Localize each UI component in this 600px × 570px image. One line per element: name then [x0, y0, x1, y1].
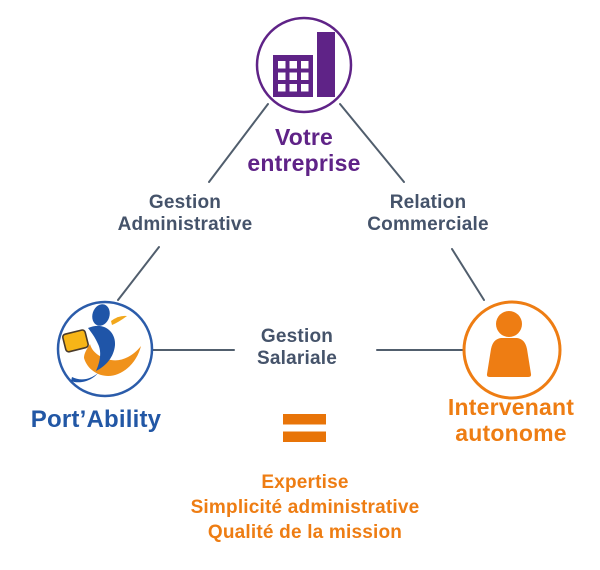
equivalence-list: Expertise Simplicité administrative Qual… — [105, 470, 505, 545]
edge-line-left-lower — [117, 246, 160, 301]
equals-sign-icon — [283, 414, 326, 442]
person-icon — [486, 311, 532, 377]
relation-commerciale-line1: Relation — [389, 192, 467, 213]
portability-logo-icon — [61, 304, 141, 383]
entreprise-label-line1: Votre — [274, 124, 334, 150]
gestion-salariale-line2: Salariale — [257, 348, 337, 369]
entreprise-node-label: Votre entreprise — [204, 124, 404, 176]
intervenant-node-label: Intervenant autonome — [401, 394, 600, 446]
gestion-administrative-line2: Administrative — [117, 214, 253, 235]
edge-line-right-upper — [339, 103, 405, 183]
edge-label-relation-commerciale: Relation Commerciale — [328, 192, 528, 236]
edge-line-left-upper — [208, 103, 269, 183]
building-icon — [273, 32, 335, 97]
gestion-salariale-line1: Gestion — [260, 326, 334, 347]
equivalence-item-qualite: Qualité de la mission — [207, 522, 403, 543]
portability-node-label: Port’Ability — [0, 406, 192, 433]
equivalence-item-expertise: Expertise — [261, 472, 349, 493]
gestion-administrative-line1: Gestion — [148, 192, 222, 213]
connector-lines — [117, 103, 485, 351]
intervenant-label-line2: autonome — [455, 420, 567, 446]
edge-line-right-lower — [451, 248, 485, 301]
edge-label-gestion-salariale: Gestion Salariale — [217, 326, 377, 370]
portability-label-text: Port’Ability — [30, 406, 162, 433]
intervenant-label-line1: Intervenant — [447, 394, 575, 420]
relation-commerciale-line2: Commerciale — [367, 214, 489, 235]
equivalence-item-simplicite: Simplicité administrative — [190, 497, 420, 518]
edge-label-gestion-administrative: Gestion Administrative — [85, 192, 285, 236]
entreprise-label-line2: entreprise — [247, 150, 361, 176]
